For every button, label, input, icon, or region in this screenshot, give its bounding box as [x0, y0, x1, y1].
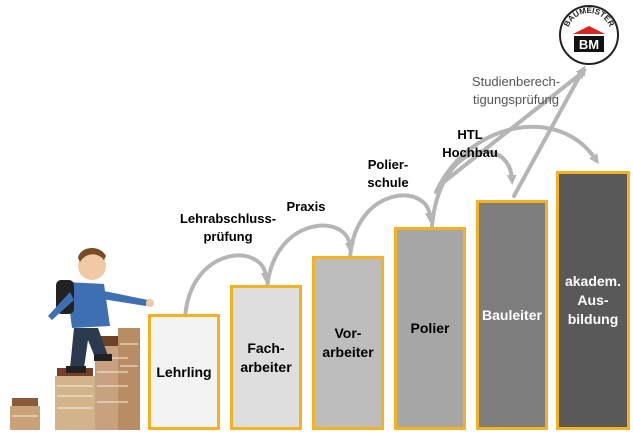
arrow-to-logo-from-bauleiter [512, 65, 586, 198]
step-label: akadem. Aus- bildung [564, 273, 622, 327]
transition-label-studienberechtigungspruefung: Studienberech- tigungsprüfung [471, 74, 561, 107]
step-label: Polier [410, 320, 450, 336]
step-lehrling: Lehrling [148, 314, 220, 430]
step-facharbeiter: Fach- arbeiter [230, 285, 302, 430]
step-vorarbeiter: Vor- arbeiter [312, 256, 384, 430]
arrow-polierschule [348, 193, 435, 260]
step-label: Vor- arbeiter [322, 325, 374, 360]
step-label: Bauleiter [482, 306, 542, 323]
step-polier: Polier [394, 227, 466, 430]
baumeister-logo: BAUMEISTER BM [558, 4, 620, 66]
transition-label-polierschule: Polier- schule [367, 157, 409, 190]
step-label: Fach- arbeiter [240, 339, 292, 375]
transition-label-praxis: Praxis [286, 199, 326, 214]
transition-label-htl-hochbau: HTL Hochbau [442, 127, 498, 160]
step-bauleiter: Bauleiter [476, 200, 548, 430]
arrow-lehrabschluss [183, 253, 271, 320]
arrow-praxis [265, 223, 355, 292]
svg-text:BM: BM [579, 37, 599, 52]
transition-label-lehrabschlusspruefung: Lehrabschluss- prüfung [179, 211, 277, 244]
arrow-to-logo-from-htl [438, 68, 587, 187]
step-akademische-ausbildung: akadem. Aus- bildung [556, 171, 630, 430]
arrow-studienberechtigung [434, 124, 599, 194]
arrow-htl [430, 149, 517, 228]
boy-climbing-books-illustration [0, 236, 160, 430]
boy-icon [48, 247, 154, 373]
step-label: Lehrling [156, 363, 212, 380]
